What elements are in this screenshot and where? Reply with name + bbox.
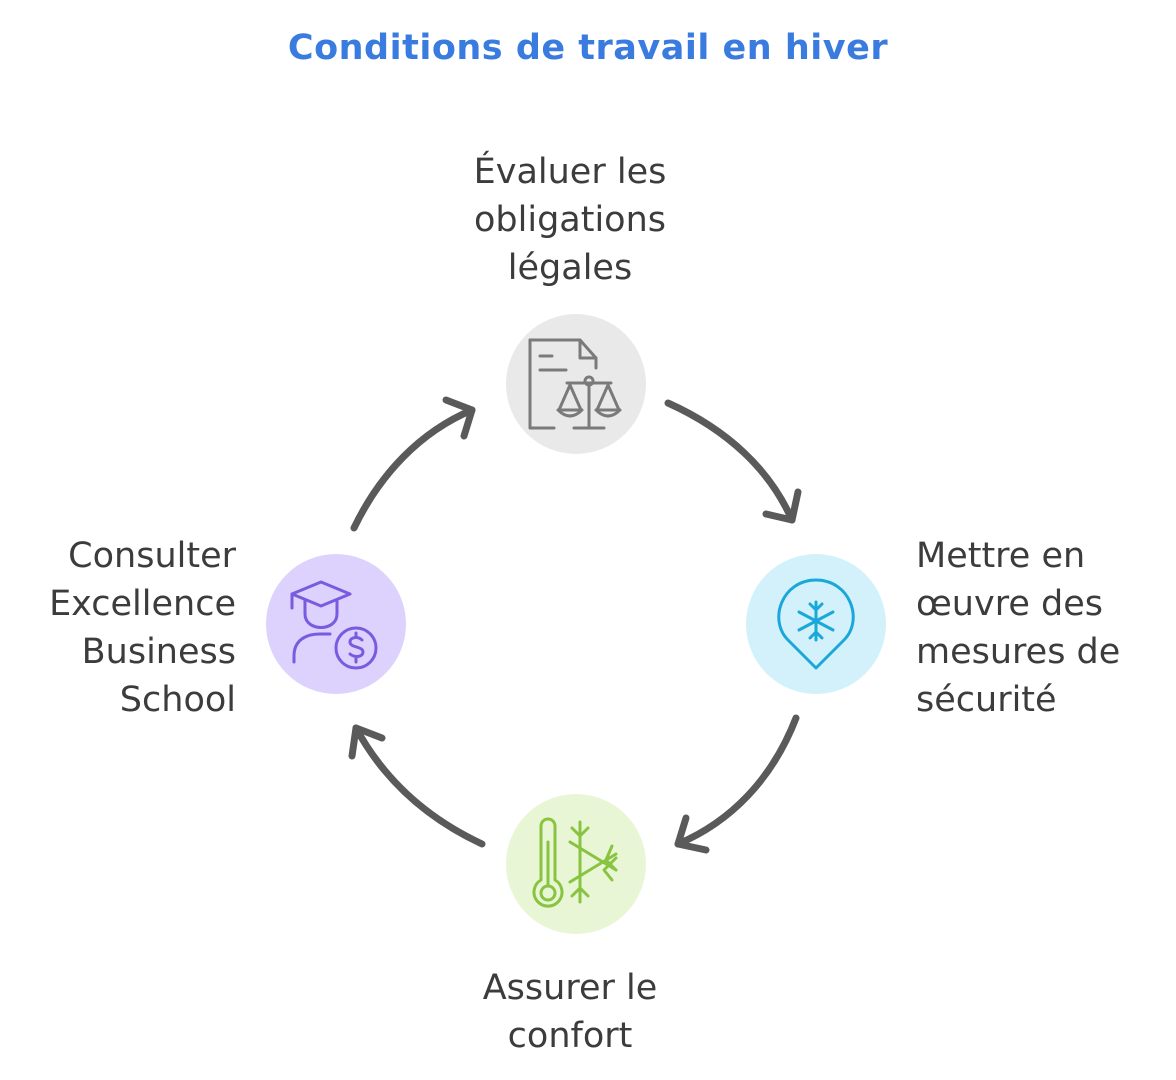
arrow-right-to-bottom xyxy=(674,714,800,854)
label-consult-line-3: Business xyxy=(81,632,236,672)
node-circle-comfort xyxy=(506,794,646,934)
label-comfort-line-2: confort xyxy=(507,1016,633,1056)
node-safety-measures xyxy=(746,554,886,694)
label-legal-line-2: obligations xyxy=(473,200,667,240)
label-safety-line-1: Mettre en xyxy=(916,536,1086,576)
label-legal-line-3: légales xyxy=(507,248,633,288)
label-safety-line-4: sécurité xyxy=(916,680,1057,720)
arrow-left-to-top xyxy=(350,396,476,532)
snowflake-drop-icon xyxy=(777,578,855,670)
graduate-money-icon xyxy=(290,580,378,670)
label-legal-obligations: Évaluer les obligations légales xyxy=(388,148,752,292)
node-legal-obligations xyxy=(506,314,646,454)
label-safety-line-2: œuvre des xyxy=(916,584,1103,624)
cycle-arrows xyxy=(348,396,802,854)
label-consult-line-4: School xyxy=(119,680,236,720)
label-safety-measures: Mettre en œuvre des mesures de sécurité xyxy=(916,532,1120,724)
label-consult-line-2: Excellence xyxy=(49,584,236,624)
label-legal-line-1: Évaluer les xyxy=(473,152,667,192)
arrow-bottom-to-left xyxy=(348,724,486,848)
label-consult-school: Consulter Excellence Business School xyxy=(20,532,236,724)
label-comfort-line-1: Assurer le xyxy=(482,968,658,1008)
document-scale-icon xyxy=(528,338,622,430)
diagram-title: Conditions de travail en hiver xyxy=(287,28,889,68)
arrow-top-to-right xyxy=(664,399,802,524)
node-circle-consult xyxy=(266,554,406,694)
label-safety-line-3: mesures de xyxy=(916,632,1121,672)
label-consult-line-1: Consulter xyxy=(68,536,236,576)
node-ensure-comfort xyxy=(506,794,646,934)
label-ensure-comfort: Assurer le confort xyxy=(388,964,752,1060)
node-consult-school xyxy=(266,554,406,694)
thermometer-snowflake-icon xyxy=(532,817,618,908)
